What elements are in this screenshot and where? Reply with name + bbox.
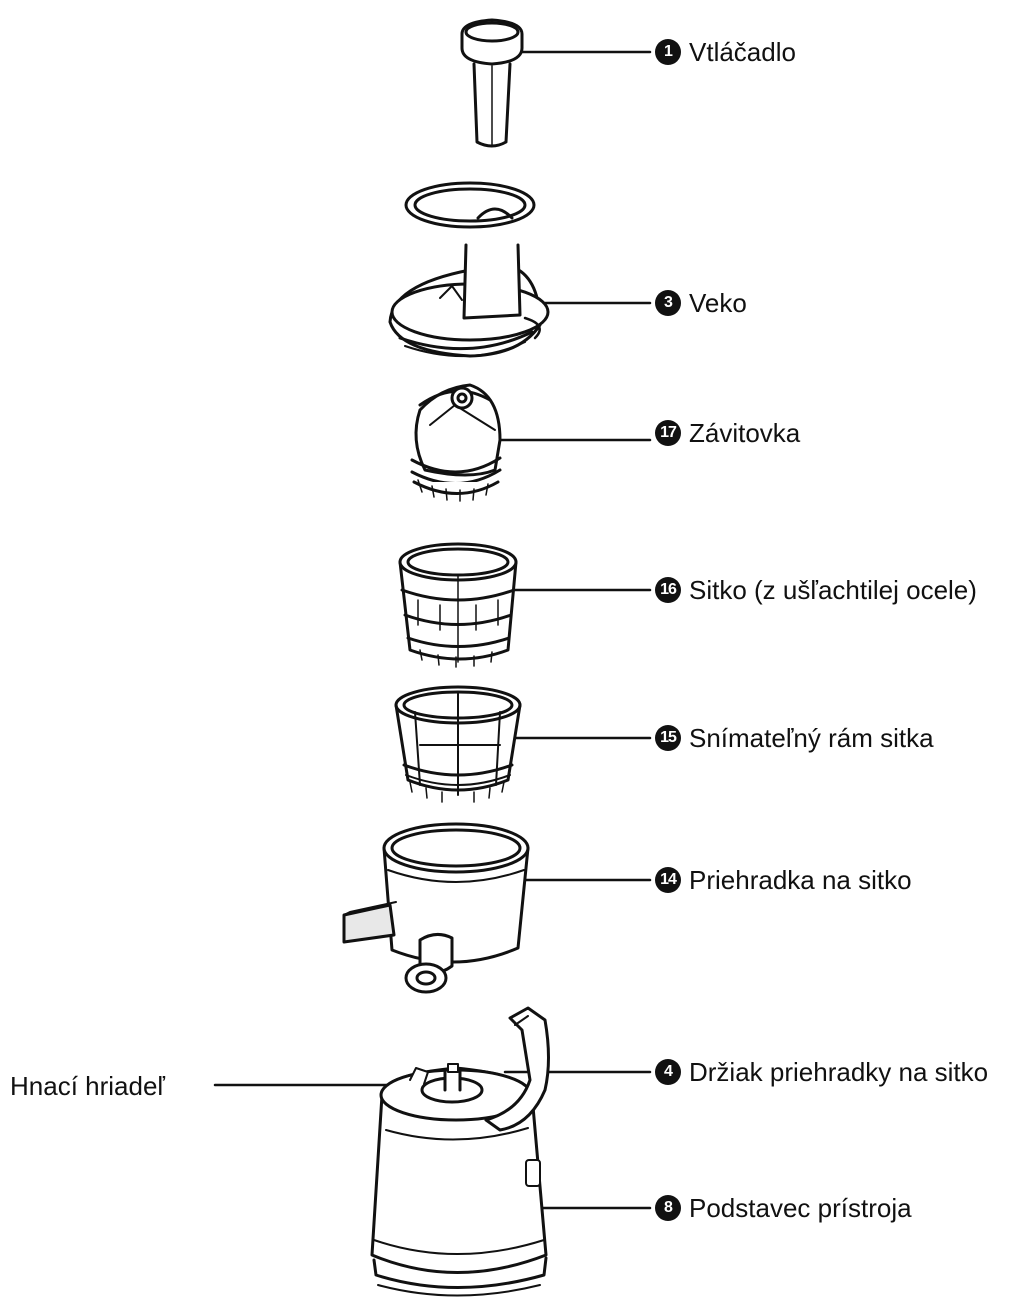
callout-label: Závitovka [689,418,801,448]
callout-strainer-frame: 15 Snímateľný rám sitka [655,725,934,751]
drive-shaft-label: Hnací hriadeľ [10,1071,165,1101]
callout-label: Sitko (z ušľachtilej ocele) [689,575,977,605]
strainer-frame-drawing [394,685,522,803]
callout-number-badge: 16 [655,577,681,603]
callout-number-badge: 3 [655,290,681,316]
callout-bowl-holder: 4 Držiak priehradky na sitko [655,1059,988,1085]
lid-drawing [388,181,550,358]
callout-strainer: 16 Sitko (z ušľachtilej ocele) [655,577,977,603]
callout-pusher: 1 Vtláčadlo [655,39,796,65]
callout-label: Snímateľný rám sitka [689,723,934,753]
callout-bowl: 14 Priehradka na sitko [655,867,912,893]
callout-number-badge: 8 [655,1195,681,1221]
callout-label: Priehradka na sitko [689,865,912,895]
auger-drawing [410,383,502,502]
callout-number-badge: 1 [655,39,681,65]
callout-number-badge: 14 [655,867,681,893]
callout-label: Podstavec prístroja [689,1193,912,1223]
callout-number-badge: 15 [655,725,681,751]
callout-label: Veko [689,288,747,318]
pusher-drawing [460,18,524,148]
bowl-drawing [342,822,530,994]
callout-number-badge: 4 [655,1059,681,1085]
base-drawing [370,1006,550,1297]
callout-lid: 3 Veko [655,290,747,316]
callout-label: Vtláčadlo [689,37,796,67]
callout-base: 8 Podstavec prístroja [655,1195,912,1221]
callout-label: Držiak priehradky na sitko [689,1057,989,1087]
callout-number-badge: 17 [655,420,681,446]
strainer-drawing [398,542,518,668]
callout-auger: 17 Závitovka [655,420,800,446]
